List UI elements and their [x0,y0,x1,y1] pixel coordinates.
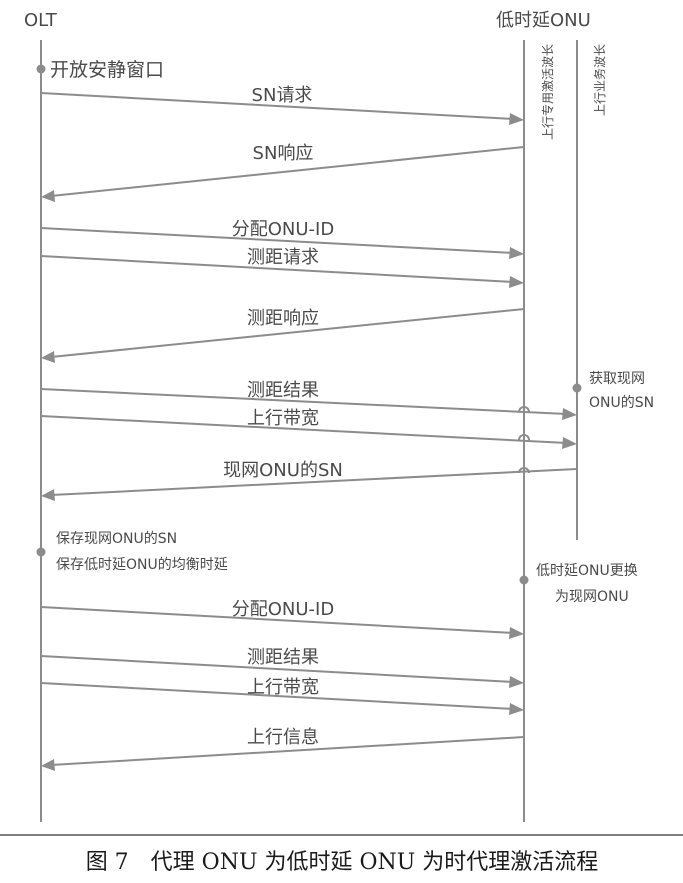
get-sn-note-line2: ONU的SN [589,395,654,411]
get-sn-note-line1: 获取现网 [589,371,645,387]
activation-wavelength-label: 上行专用激活波长 [540,44,555,140]
message-ranging-request: 测距请求 [40,247,524,288]
message-assign-onu-id: 分配ONU-ID [40,219,524,259]
save-note-line1: 保存现网ONU的SN [56,531,177,547]
replace-note-line1: 低时延ONU更换 [536,562,638,579]
onu-header: 低时延ONU [496,10,591,31]
svg-text:上行带宽: 上行带宽 [247,408,319,429]
get-sn-dot [572,383,582,393]
message-ranging-result-2: 测距结果 [40,647,524,688]
message-ranging-result: 测距结果 [40,380,577,420]
message-upstream-bandwidth-2: 上行带宽 [40,677,524,715]
save-note-line2: 保存低时延ONU的均衡时延 [56,557,228,573]
message-assign-onu-id-2: 分配ONU-ID [40,599,524,639]
message-ranging-response: 测距响应 [41,308,525,363]
message-upstream-bandwidth: 上行带宽 [40,408,577,449]
svg-text:测距请求: 测距请求 [247,247,319,268]
message-sn-request: SN请求 [40,85,524,125]
save-dot [36,547,46,557]
figure-caption: 图 7 代理 ONU 为低时延 ONU 为时代理激活流程 [86,850,599,875]
svg-text:SN请求: SN请求 [252,85,313,106]
open-window-dot [36,64,46,74]
message-upstream-info: 上行信息 [41,727,525,771]
svg-text:测距结果: 测距结果 [247,647,319,668]
svg-text:测距响应: 测距响应 [247,308,319,329]
svg-text:分配ONU-ID: 分配ONU-ID [232,219,334,240]
replace-note-line2: 为现网ONU [555,589,629,605]
svg-text:上行信息: 上行信息 [247,727,319,748]
svg-text:测距结果: 测距结果 [247,380,319,401]
message-existing-onu-sn: 现网ONU的SN [41,460,578,501]
open-window-note: 开放安静窗口 [50,59,164,81]
crossing-hop [518,406,530,413]
service-wavelength-label: 上行业务波长 [592,44,607,116]
message-sn-response: SN响应 [41,143,525,202]
svg-text:上行带宽: 上行带宽 [247,677,319,698]
svg-text:SN响应: SN响应 [253,143,314,164]
svg-text:现网ONU的SN: 现网ONU的SN [223,460,343,481]
replace-dot [519,575,529,585]
crossing-hop [518,434,530,441]
olt-header: OLT [24,10,58,31]
svg-text:分配ONU-ID: 分配ONU-ID [232,599,334,620]
